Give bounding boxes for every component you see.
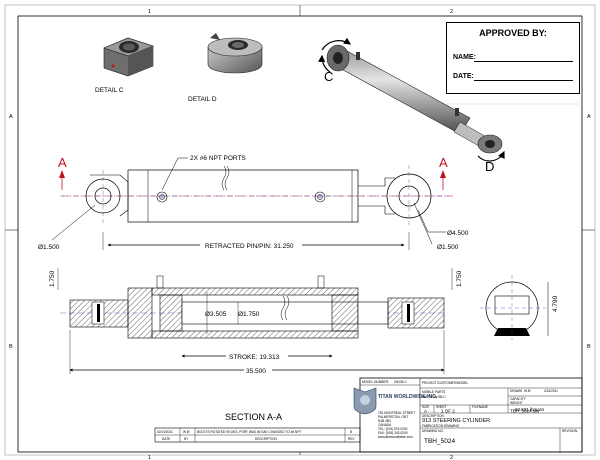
end-height-dim: 4.790 xyxy=(552,295,559,312)
zone-b-left: B xyxy=(9,344,13,350)
revision-label: REVISION xyxy=(562,429,578,433)
approval-name-label: NAME: xyxy=(453,54,476,61)
rev-header-date: DATE xyxy=(162,437,170,441)
project-label: PROJECT/CUSTOMER/MODEL xyxy=(422,381,468,385)
rev-description: BOLSTS ROTATED 90 DEG, PORT WAS #6 SAE C… xyxy=(197,430,301,434)
rev-by: W.M xyxy=(183,430,190,434)
npt-ports-callout: 2X #6 NPT PORTS xyxy=(190,155,246,162)
size-value: A xyxy=(424,409,427,414)
description-line-2: FABRICATION DRAWING xyxy=(422,424,460,428)
section-marker-right: A xyxy=(439,155,448,170)
section-marker-left: A xyxy=(58,155,67,170)
zone-1-bottom: 1 xyxy=(148,455,151,460)
pin-dia-left: Ø1.500 xyxy=(38,244,60,251)
drawn-date: 2/24/2011 xyxy=(544,389,558,393)
zone-a-left: A xyxy=(9,114,13,120)
height-right: 1.750 xyxy=(456,270,463,287)
drawn-label: DRAWN xyxy=(510,389,523,393)
stroke-dim: STROKE: 19.313 xyxy=(229,354,280,361)
size-label: SIZE xyxy=(422,405,429,409)
detail-c-view xyxy=(103,37,154,77)
approval-date-field[interactable] xyxy=(474,80,573,81)
bore-dim: Ø3.505 xyxy=(205,311,227,318)
drawing-number: TBH_5024 xyxy=(424,438,455,445)
address-line-3: N1B 4B3 xyxy=(378,419,391,423)
overall-dim: 35.500 xyxy=(246,368,266,375)
barrel-od: Ø4.500 xyxy=(447,230,469,237)
address-line-1: 781 MONTREAL STREET xyxy=(378,411,415,415)
marker-c: C xyxy=(324,69,333,84)
section-title: SECTION A-A xyxy=(225,412,282,422)
detail-d-view xyxy=(207,33,263,74)
title-block xyxy=(353,377,583,453)
description-line-1: 913 STEERING CYLINDER xyxy=(422,418,490,424)
description-label: DESCRIPTION xyxy=(422,414,444,418)
address-line-7: www.titanworldwide.com xyxy=(378,435,413,439)
pin-dia-right: Ø1.500 xyxy=(437,244,459,251)
filename-label: FILENAME xyxy=(472,405,488,409)
retracted-dim: RETRACTED PIN/PIN: 31.250 xyxy=(205,243,294,250)
address-line-6: FAX: (519) 343-0200 xyxy=(378,431,408,435)
weight-label: WEIGHT xyxy=(510,401,523,405)
drawing-label: DRAWING NO. xyxy=(422,429,444,433)
rev-date: 02/13/2011 xyxy=(157,430,173,434)
model-number: 24H35-C xyxy=(394,380,407,384)
approval-name-field[interactable] xyxy=(474,61,573,62)
model-label: MODEL NUMBER: xyxy=(362,380,389,384)
height-left: 1.750 xyxy=(49,270,56,287)
project-line-2: PART# 24H35-C xyxy=(422,395,446,399)
zone-1-top: 1 xyxy=(148,9,151,15)
approval-box: APPROVED BY: NAME: DATE: xyxy=(446,22,580,94)
drawn-by: W.M xyxy=(524,389,531,393)
isometric-cylinder xyxy=(318,37,505,162)
company-name: TITAN WORLDWIDE INC. xyxy=(378,394,438,400)
project-line-1: MOBILE PARTS xyxy=(422,390,445,394)
sheet-label: SHEET xyxy=(436,405,447,409)
zone-b-right: B xyxy=(587,344,591,350)
rev-header-by: BY xyxy=(184,437,189,441)
weight-value: 60.631 lbmass xyxy=(515,407,545,412)
rev-code: B xyxy=(350,430,352,434)
rod-dim: Ø1.750 xyxy=(238,311,260,318)
end-view xyxy=(480,275,549,340)
approval-date-label: DATE: xyxy=(453,73,474,80)
marker-d: D xyxy=(485,159,494,174)
sheet-value: 1 OF 2 xyxy=(441,409,455,414)
detail-d-label: DETAIL D xyxy=(188,96,217,103)
detail-c-label: DETAIL C xyxy=(95,87,124,94)
rev-header-rev: REV xyxy=(348,437,355,441)
approval-title: APPROVED BY: xyxy=(479,28,547,38)
address-line-4: CANADA xyxy=(378,423,392,427)
section-view xyxy=(60,275,445,339)
side-view xyxy=(59,165,455,228)
address-line-2: PALMERSTON, ONT xyxy=(378,415,408,419)
rev-header-description: DESCRIPTION xyxy=(255,437,277,441)
capacity-label: CAPACITY xyxy=(510,397,527,401)
zone-2-bottom: 2 xyxy=(450,455,453,460)
address-line-5: TEL: (519) 579-0200 xyxy=(378,427,408,431)
filename-value: TBH_5024.slw xyxy=(510,409,540,414)
zone-a-right: A xyxy=(587,114,591,120)
zone-2-top: 2 xyxy=(450,9,453,15)
